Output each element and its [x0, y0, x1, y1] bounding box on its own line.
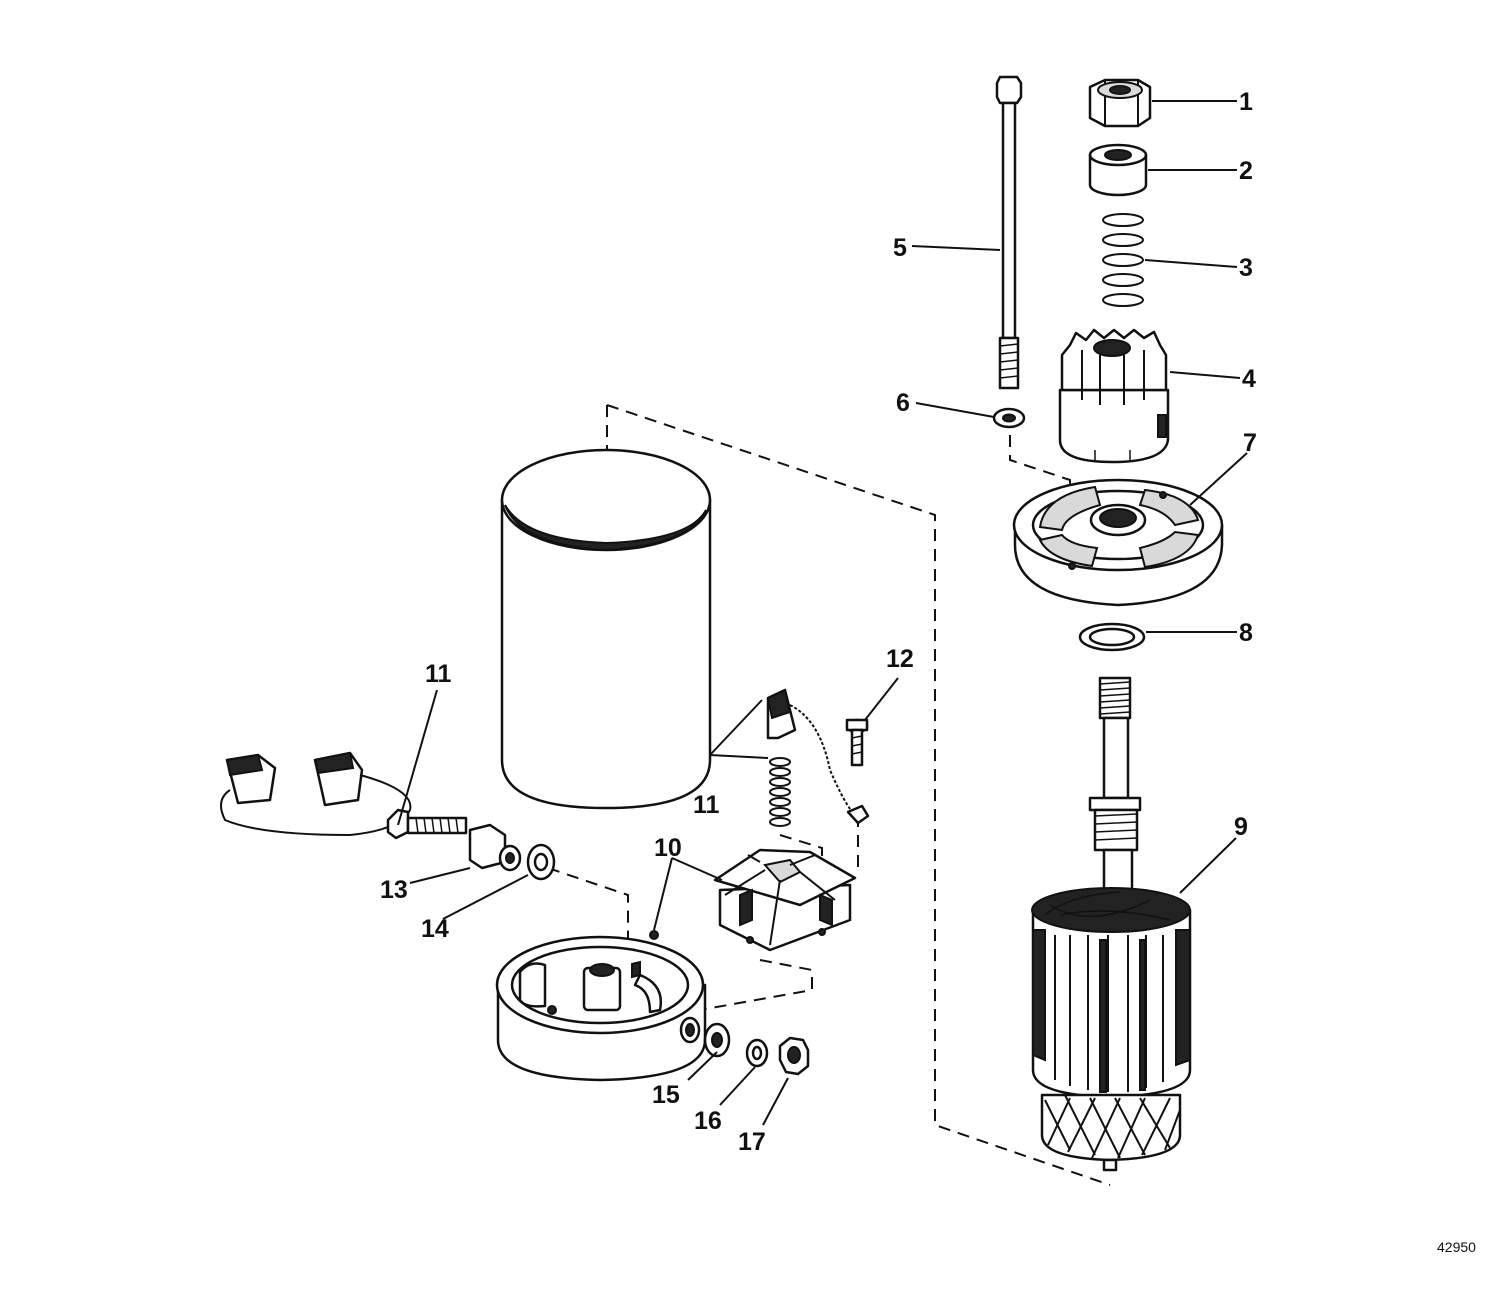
commutator-end-cap	[495, 930, 707, 1082]
part-3-spring	[1102, 213, 1144, 307]
callout-1: 1	[1239, 88, 1253, 116]
part-11-brushes-terminal-left	[220, 751, 468, 840]
callout-3: 3	[1239, 254, 1253, 282]
part-6-lock-washer	[992, 407, 1026, 429]
part-14-washer	[526, 843, 556, 881]
part-13-insulator	[468, 823, 522, 872]
callout-7: 7	[1243, 429, 1257, 457]
part-16-lock-washer	[745, 1038, 769, 1068]
part-11-brush-and-spring-center	[766, 688, 870, 827]
callout-9: 9	[1234, 813, 1248, 841]
leader-lines	[397, 100, 1248, 1126]
callout-13: 13	[380, 876, 408, 904]
callout-labels: 1 2 3 4 5 6 7 8 9 10 11 11 12 13 14 15 1…	[380, 88, 1476, 1255]
part-17-nut	[778, 1036, 810, 1076]
part-1-nut	[1088, 78, 1152, 128]
callout-2: 2	[1239, 157, 1253, 185]
figure-number: 42950	[1437, 1239, 1476, 1255]
callout-11-left: 11	[425, 660, 452, 688]
part-4-drive-pinion	[1058, 328, 1170, 464]
callout-12: 12	[886, 645, 914, 673]
callout-6: 6	[896, 389, 910, 417]
part-9-armature	[1031, 676, 1192, 1172]
callout-15: 15	[652, 1081, 680, 1109]
part-10-brush-holder	[713, 848, 857, 952]
callout-14: 14	[421, 915, 449, 943]
callout-16: 16	[694, 1107, 722, 1135]
callout-4: 4	[1242, 365, 1256, 393]
part-2-bushing	[1088, 143, 1148, 197]
callout-17: 17	[738, 1128, 766, 1156]
callout-10: 10	[654, 834, 682, 862]
frame-housing	[500, 448, 712, 810]
callout-11-center: 11	[693, 791, 720, 819]
part-5-through-bolt	[995, 75, 1023, 390]
part-15-washer	[703, 1022, 731, 1058]
part-7-drive-end-cap	[1012, 478, 1224, 607]
callout-8: 8	[1239, 619, 1253, 647]
part-12-screw	[845, 718, 869, 767]
callout-5: 5	[893, 234, 907, 262]
part-8-thrust-washer	[1078, 622, 1146, 652]
